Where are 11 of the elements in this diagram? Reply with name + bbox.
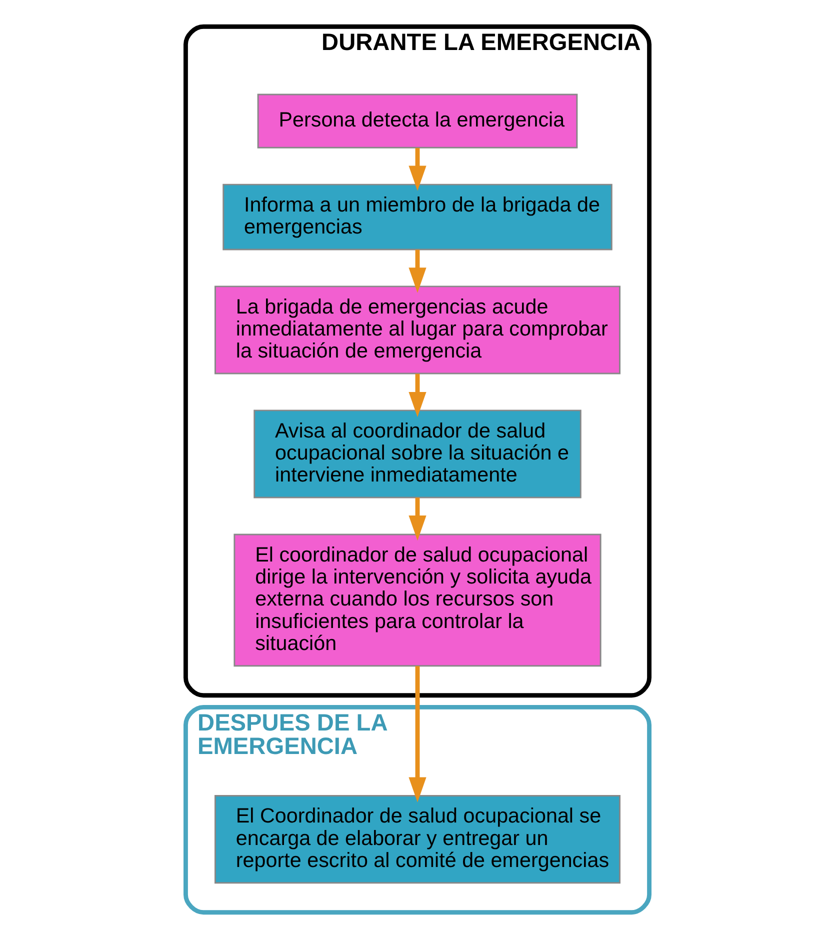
arrow [408, 374, 426, 418]
node-box: Avisa al coordinador de salud ocupacional sobre la situación e interviene inmediatamente [254, 410, 582, 498]
node-box: El coordinador de salud ocupacional dirige la intervención y solicita ayuda externa cuando los recursos son insuficientes para controlar la situación [234, 534, 602, 667]
node-box: Persona detecta la emergencia [257, 94, 578, 148]
arrow [408, 148, 426, 191]
node-box: Informa a un miembro de la brigada de emergencias [222, 184, 612, 250]
node-box: El Coordinador de salud ocupacional se encarga de elaborar y entregar un reporte escrito al comité de emergencias [214, 795, 620, 884]
node-box: La brigada de emergencias acude inmediatamente al lugar para comprobar la situación de emergencia [214, 286, 620, 374]
arrow [408, 250, 426, 293]
arrow [408, 498, 426, 541]
arrow [408, 666, 426, 802]
